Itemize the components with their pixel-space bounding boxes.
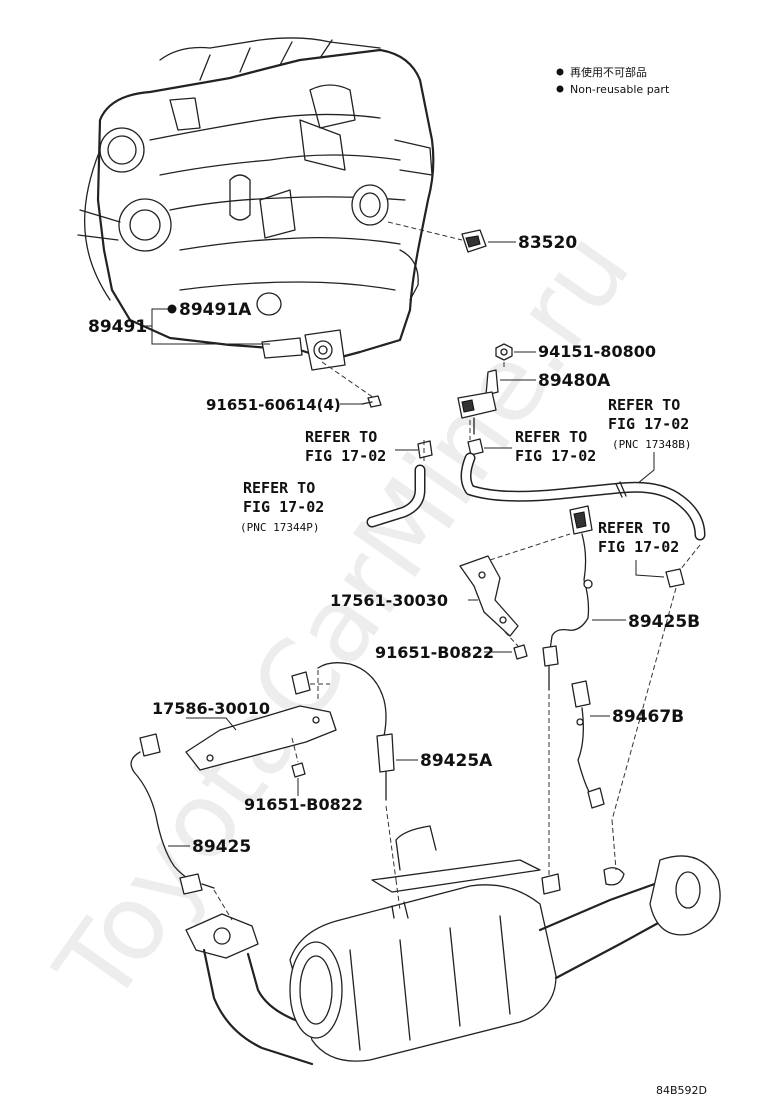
ref4-line1: REFER TO: [243, 479, 315, 497]
label-89491: 89491: [88, 317, 147, 337]
ref2-line1: REFER TO: [515, 428, 587, 446]
temperature-sensor-89467B-icon: [571, 680, 605, 809]
ref1-line2: FIG 17-02: [305, 447, 386, 465]
pressure-sensor-89480A-icon: [457, 369, 499, 435]
label-17561-30030: 17561-30030: [330, 591, 448, 610]
label-89467B: 89467B: [612, 707, 684, 727]
legend: 再使用不可部品 Non-reusable part: [556, 65, 670, 96]
label-91651-60614: 91651-60614(4): [206, 396, 341, 414]
label-89425B: 89425B: [628, 612, 700, 632]
leader-17561-up: [489, 533, 571, 561]
ref3-line2: FIG 17-02: [608, 415, 689, 433]
bracket-17561-30030-icon: [459, 555, 519, 637]
ref2-line2: FIG 17-02: [515, 447, 596, 465]
nut-94151-80800-icon: [495, 343, 513, 361]
exhaust-catalytic-converter-illustration: [185, 825, 721, 1066]
bolt-91651-60614-icon: [361, 395, 382, 408]
engine-block-illustration: [77, 37, 435, 362]
non-reusable-dot-icon: [167, 304, 177, 314]
label-94151-80800: 94151-80800: [538, 342, 656, 361]
label-83520: 83520: [518, 233, 577, 253]
leader-91651-60614: [321, 361, 375, 399]
ref4-line2: FIG 17-02: [243, 498, 324, 516]
label-89491A: 89491A: [179, 300, 252, 320]
oxygen-sensor-89425B-icon: [542, 505, 593, 691]
non-reusable-dot-icon: [556, 85, 564, 93]
label-91651-B0822-a: 91651-B0822: [375, 643, 494, 662]
part-83520-sensor-icon: [461, 229, 487, 253]
leader-17586-30010: [186, 717, 237, 731]
ref3-line3: (PNC 17348B): [612, 438, 691, 451]
non-reusable-dot-icon: [556, 68, 564, 76]
pressure-hose-17344P: [366, 464, 426, 528]
bolt-91651-B0822-icon: [291, 762, 306, 778]
oxygen-sensor-89425A-icon: [291, 662, 395, 801]
bolt-91651-B0822-icon: [513, 644, 528, 660]
ref4-line3: (PNC 17344P): [240, 521, 319, 534]
hose-clip-icon: [417, 440, 433, 459]
leader-89425A-links: [310, 670, 397, 881]
ref3-line1: REFER TO: [608, 396, 680, 414]
egr-valve-assembly: [261, 329, 346, 371]
leader-91651-B0822-b-up: [291, 737, 299, 763]
leader-89491: [143, 308, 270, 345]
pressure-hose-17348B: [460, 452, 706, 541]
ref5-line2: FIG 17-02: [598, 538, 679, 556]
ref1-line1: REFER TO: [305, 428, 377, 446]
hose-clip-icon: [665, 568, 685, 588]
diagram-code: 84B592D: [656, 1084, 707, 1097]
oxygen-sensor-89425-icon: [130, 733, 215, 895]
bracket-17586-30010-icon: [185, 705, 337, 771]
label-89480A: 89480A: [538, 371, 611, 391]
label-91651-B0822-b: 91651-B0822: [244, 795, 363, 814]
label-89425: 89425: [192, 837, 251, 857]
label-89425A: 89425A: [420, 751, 493, 771]
leader-ref5-down: [611, 544, 701, 821]
leader-exhaust-links: [213, 819, 617, 921]
leader-89480A-down: [469, 362, 505, 440]
leader-91651-B0822-a-up: [504, 631, 519, 647]
label-17586-30010: 17586-30010: [152, 699, 270, 718]
hose-clip-icon: [467, 438, 484, 456]
leader-ref5: [635, 560, 665, 578]
ref5-line1: REFER TO: [598, 519, 670, 537]
legend-text-en: Non-reusable part: [570, 83, 670, 96]
legend-text-cn: 再使用不可部品: [570, 65, 647, 79]
leader-83520: [387, 221, 463, 241]
